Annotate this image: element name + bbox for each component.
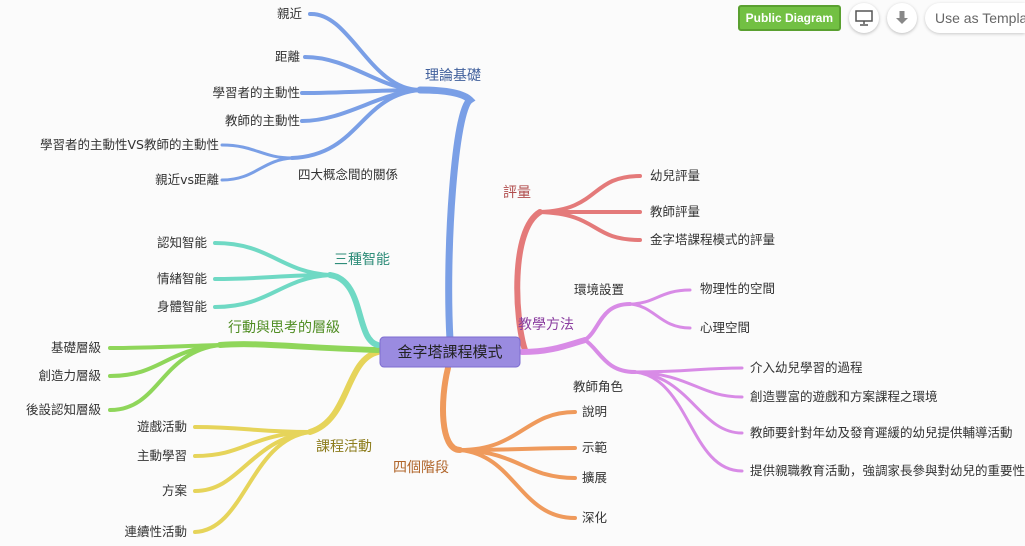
- branch-label-assessment[interactable]: 評量: [503, 185, 531, 201]
- stages-connector: [458, 448, 577, 520]
- branch-label-theory[interactable]: 理論基礎: [425, 67, 481, 84]
- leaf-label[interactable]: 教師要針對年幼及發育遲緩的幼兒提供輔導活動: [750, 425, 1013, 440]
- leaf-label[interactable]: 深化: [582, 510, 608, 525]
- stages-trunk: [440, 365, 463, 453]
- leaf-label[interactable]: 方案: [162, 483, 188, 498]
- teacher-connector: [633, 370, 744, 399]
- leaf-label[interactable]: 身體智能: [157, 299, 208, 314]
- leaf-label[interactable]: 心理空間: [700, 320, 750, 335]
- curriculum-connector: [193, 430, 312, 534]
- public-diagram-badge: Public Diagram: [737, 5, 841, 31]
- intelligence-connector: [213, 241, 332, 277]
- download-icon: [896, 11, 908, 24]
- leaf-label[interactable]: 創造豐富的遊戲和方案課程之環境: [750, 389, 938, 404]
- theory-sub-connector: [220, 156, 294, 182]
- stages-connectors: [440, 365, 577, 520]
- stages-connector: [458, 448, 577, 480]
- theory-trunk: [416, 86, 476, 344]
- leaf-label[interactable]: 學習者的主動性: [212, 85, 300, 100]
- download-button[interactable]: [887, 3, 917, 33]
- levels-trunk: [217, 341, 381, 353]
- branch-label-curriculum[interactable]: 課程活動: [316, 439, 372, 455]
- leaf-label[interactable]: 認知智能: [157, 235, 208, 250]
- theory-sub-connector: [220, 143, 294, 160]
- sub-branch-label[interactable]: 四大概念間的關係: [298, 167, 398, 182]
- leaf-label[interactable]: 幼兒評量: [650, 168, 700, 183]
- env-connector: [628, 302, 692, 330]
- branch-label-teaching[interactable]: 教學方法: [518, 317, 574, 333]
- leaf-label[interactable]: 學習者的主動性VS教師的主動性: [40, 137, 219, 152]
- leaf-label[interactable]: 基礎層級: [51, 340, 102, 355]
- sub-branch-label[interactable]: 教師角色: [573, 379, 624, 394]
- teacher-connector: [633, 370, 744, 473]
- sub-branch-label[interactable]: 環境設置: [574, 282, 624, 297]
- curriculum-trunk: [307, 349, 381, 435]
- leaf-label[interactable]: 情緒智能: [157, 271, 208, 286]
- leaf-label[interactable]: 親近vs距離: [155, 172, 219, 187]
- stages-connector: [458, 410, 577, 452]
- leaf-label[interactable]: 示範: [582, 440, 608, 455]
- teacher-connector: [633, 370, 744, 435]
- teacher-connector: [633, 366, 744, 374]
- present-button[interactable]: [849, 3, 879, 33]
- levels-connectors: [108, 341, 381, 412]
- curriculum-connector: [193, 430, 312, 458]
- teaching-connector: [583, 338, 637, 374]
- branch-label-intelligence[interactable]: 三種智能: [334, 252, 390, 268]
- assessment-connector: [538, 210, 642, 242]
- use-as-template-button[interactable]: Use as Templa: [925, 3, 1025, 33]
- leaf-label[interactable]: 創造力層級: [38, 368, 101, 383]
- presentation-icon: [855, 10, 873, 26]
- leaf-label[interactable]: 後設認知層級: [26, 402, 102, 417]
- branch-label-levels[interactable]: 行動與思考的層級: [228, 320, 340, 336]
- intelligence-connectors: [213, 241, 381, 348]
- theory-connector: [308, 11, 422, 92]
- assessment-trunk: [514, 209, 543, 353]
- leaf-label[interactable]: 親近: [277, 6, 303, 21]
- leaf-label[interactable]: 擴展: [582, 470, 607, 485]
- intelligence-connector: [213, 273, 332, 309]
- env-connector: [628, 288, 692, 306]
- leaf-label[interactable]: 教師的主動性: [225, 113, 300, 128]
- branch-label-stages[interactable]: 四個階段: [393, 460, 449, 476]
- leaf-label[interactable]: 遊戲活動: [137, 419, 187, 434]
- center-node[interactable]: [379, 336, 521, 368]
- center-label: 金字塔課程模式: [397, 343, 502, 361]
- leaf-label[interactable]: 介入幼兒學習的過程: [750, 360, 863, 375]
- leaf-label[interactable]: 物理性的空間: [700, 281, 775, 296]
- levels-connector: [108, 343, 222, 412]
- curriculum-connector: [193, 430, 312, 493]
- leaf-label[interactable]: 說明: [582, 404, 607, 419]
- theory-connectors: [220, 11, 476, 344]
- curriculum-connectors: [193, 349, 381, 534]
- top-toolbar: Public Diagram Use as Templa: [737, 3, 1025, 33]
- intelligence-trunk: [327, 272, 381, 348]
- leaf-label[interactable]: 教師評量: [650, 204, 700, 219]
- teaching-connector: [583, 302, 632, 342]
- assessment-connector: [538, 174, 642, 214]
- theory-connector: [290, 88, 422, 160]
- teaching-connectors: [519, 288, 744, 473]
- leaf-label[interactable]: 主動學習: [137, 448, 187, 463]
- teaching-trunk: [519, 337, 588, 355]
- leaf-label[interactable]: 提供親職教育活動，強調家長參與對幼兒的重要性: [750, 463, 1025, 478]
- assessment-connectors: [514, 174, 642, 353]
- leaf-label[interactable]: 距離: [275, 49, 301, 64]
- leaf-label[interactable]: 金字塔課程模式的評量: [650, 232, 775, 247]
- leaf-label[interactable]: 連續性活動: [124, 524, 187, 539]
